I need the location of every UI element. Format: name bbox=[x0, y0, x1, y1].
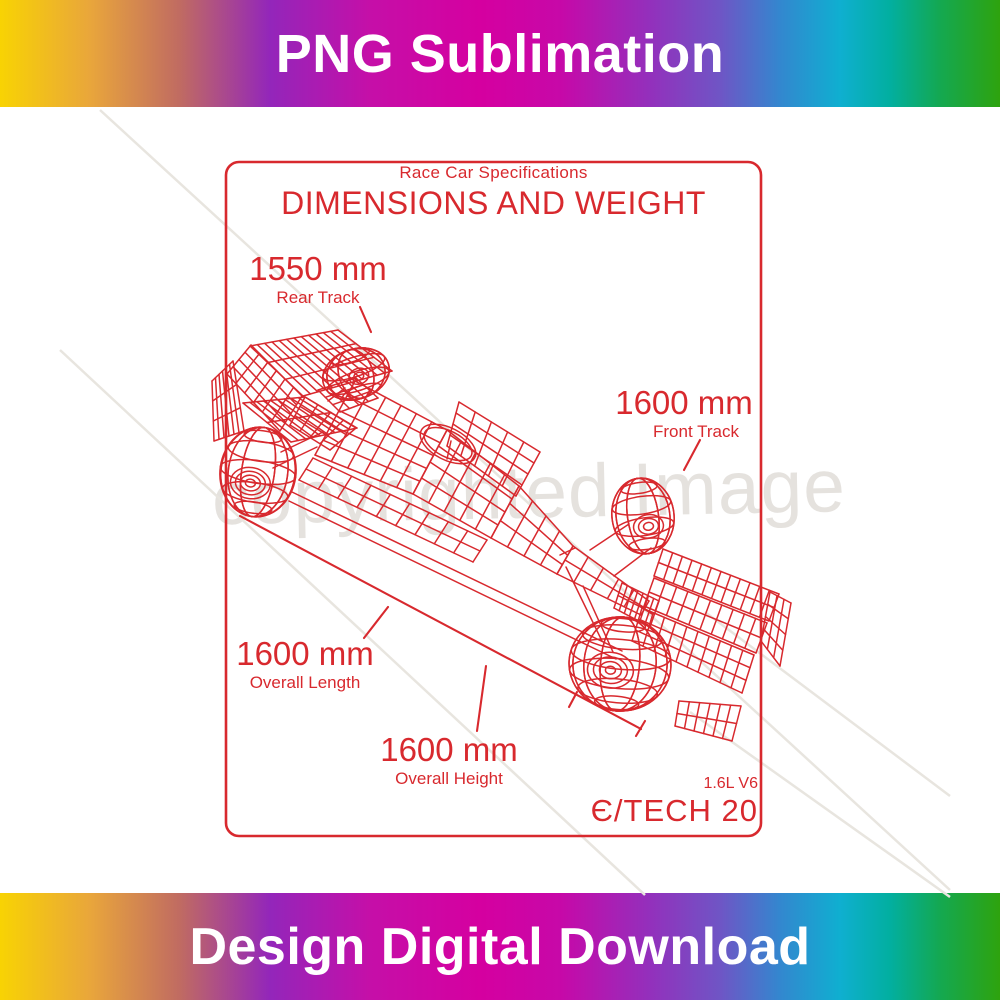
race-car-wireframe bbox=[211, 329, 792, 742]
dimension-overall-height: 1600 mm Overall Height bbox=[369, 733, 529, 787]
top-banner-label: PNG Sublimation bbox=[275, 23, 725, 84]
top-banner: PNG Sublimation bbox=[0, 0, 1000, 107]
dimension-value: 1600 mm bbox=[615, 384, 753, 421]
sheet-subtitle: Race Car Specifications bbox=[399, 163, 588, 182]
watermark-lines bbox=[59, 109, 951, 899]
dimension-rear-track: 1550 mm Rear Track bbox=[238, 252, 398, 306]
dimension-label: Overall Length bbox=[249, 673, 361, 692]
dimension-label: Overall Height bbox=[395, 769, 503, 788]
dimension-value: 1550 mm bbox=[249, 250, 387, 287]
dimension-value: 1600 mm bbox=[236, 635, 374, 672]
sheet-title: DIMENSIONS AND WEIGHT bbox=[281, 185, 706, 221]
engine-spec: 1.6L V6 bbox=[703, 775, 758, 792]
model-name: Є/TECH 20 bbox=[590, 793, 758, 828]
bottom-banner: Design Digital Download bbox=[0, 893, 1000, 1000]
dimension-value: 1600 mm bbox=[380, 731, 518, 768]
dimension-overall-length: 1600 mm Overall Length bbox=[225, 637, 385, 691]
dimension-front-track: 1600 mm Front Track bbox=[604, 386, 764, 440]
bottom-banner-label: Design Digital Download bbox=[189, 917, 811, 976]
dimension-label: Rear Track bbox=[276, 288, 360, 307]
dimension-label: Front Track bbox=[653, 422, 739, 441]
dimension-lines bbox=[238, 305, 702, 738]
